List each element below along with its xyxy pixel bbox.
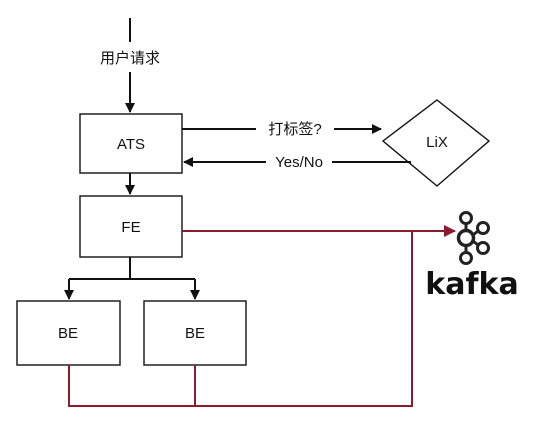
fe-label: FE	[121, 219, 140, 236]
yes-no-label-bg	[266, 151, 332, 171]
be-left-label: BE	[58, 325, 78, 342]
lix-label: LiX	[426, 134, 448, 151]
kafka-logo-icon	[456, 211, 490, 265]
node-ats: ATS	[79, 113, 183, 174]
be-right-label: BE	[185, 325, 205, 342]
node-lix: LiX	[381, 99, 491, 187]
tag-question-label-bg	[256, 118, 334, 138]
user-request-label: 用户请求	[100, 50, 160, 67]
ats-label: ATS	[117, 136, 145, 153]
node-be-left: BE	[16, 300, 121, 366]
node-fe: FE	[79, 195, 183, 258]
edge-fe-to-be	[64, 257, 200, 300]
kafka-label: kafka	[425, 267, 518, 302]
tag-question-label: 打标签?	[268, 121, 321, 138]
node-be-right: BE	[143, 300, 247, 366]
edge-be-to-kafka	[68, 231, 413, 407]
yes-no-label: Yes/No	[275, 154, 323, 171]
